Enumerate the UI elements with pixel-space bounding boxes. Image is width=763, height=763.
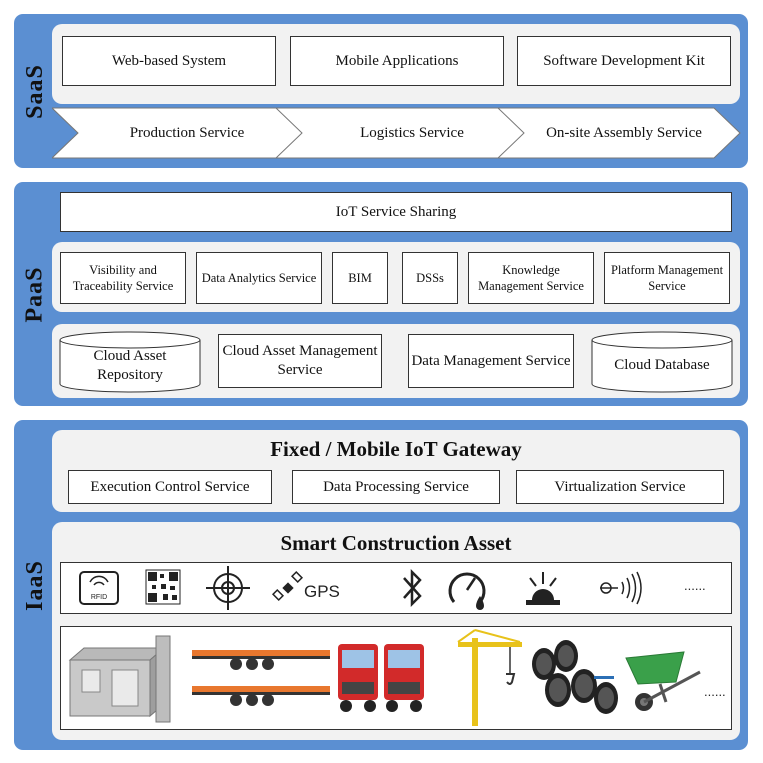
devices-row: RFID GPS: [79, 566, 706, 610]
cloud-asset-repository-cylinder: [59, 331, 201, 393]
tower-crane-image: [457, 629, 522, 726]
wireless-antenna-icon: [600, 571, 642, 605]
trailers-image: [192, 650, 330, 706]
logistics-service-label: Logistics Service: [360, 125, 464, 141]
paas-layer-title: PaaS: [21, 265, 48, 323]
assembly-service-chevron: [496, 107, 741, 159]
light-sensor-icon: [526, 572, 560, 605]
rfid-icon: RFID: [79, 571, 119, 605]
web-based-system-box: Web-based System: [62, 36, 276, 86]
bluetooth-icon: [403, 568, 422, 608]
data-management-box: Data Management Service: [408, 334, 574, 388]
platform-management-box: Platform Management Service: [604, 252, 730, 304]
prefab-module-image: [68, 635, 171, 723]
iaas-layer: IaaS Fixed / Mobile IoT Gateway Executio…: [14, 420, 748, 750]
iaas-layer-title: IaaS: [21, 559, 48, 611]
saas-layer-title: SaaS: [21, 63, 48, 119]
iot-service-sharing-box: IoT Service Sharing: [60, 192, 732, 232]
cloud-asset-management-box: Cloud Asset Management Service: [218, 334, 382, 388]
saas-layer: SaaS Web-based System Mobile Application…: [14, 14, 748, 168]
pressure-gauge-icon: [448, 572, 486, 610]
bim-box: BIM: [332, 252, 388, 304]
assembly-service-label: On-site Assembly Service: [546, 125, 702, 141]
trucks-image: [338, 644, 424, 712]
cloud-database-label: Cloud Database: [614, 357, 710, 374]
data-analytics-box: Data Analytics Service: [196, 252, 322, 304]
cloud-database-cylinder: [591, 331, 733, 393]
gateway-title: Fixed / Mobile IoT Gateway: [270, 437, 522, 461]
devices-more: ......: [684, 578, 706, 593]
sdk-box: Software Development Kit: [517, 36, 731, 86]
service-chevrons: [52, 107, 741, 159]
paas-layer: PaaS IoT Service Sharing Visibility and …: [14, 182, 748, 406]
gps-satellite-icon: GPS: [271, 570, 340, 602]
assets-row: ......: [68, 629, 726, 726]
data-processing-box: Data Processing Service: [292, 470, 500, 504]
visibility-traceability-box: Visibility and Traceability Service: [60, 252, 186, 304]
qr-code-icon: [145, 569, 181, 605]
wheelbarrow-image: [625, 651, 701, 711]
virtualization-box: Virtualization Service: [516, 470, 724, 504]
pipes-image: [532, 640, 618, 714]
mobile-applications-box: Mobile Applications: [290, 36, 504, 86]
gps-label: GPS: [304, 582, 340, 601]
knowledge-management-box: Knowledge Management Service: [468, 252, 594, 304]
rfid-label: RFID: [91, 594, 107, 601]
dss-box: DSSs: [402, 252, 458, 304]
assets-more: ......: [704, 684, 726, 699]
asset-title: Smart Construction Asset: [280, 531, 512, 555]
production-service-label: Production Service: [129, 125, 245, 141]
execution-control-box: Execution Control Service: [68, 470, 272, 504]
positioning-target-icon: [206, 566, 250, 610]
cloud-asset-repository-label: Cloud Asset Repository: [93, 347, 167, 384]
